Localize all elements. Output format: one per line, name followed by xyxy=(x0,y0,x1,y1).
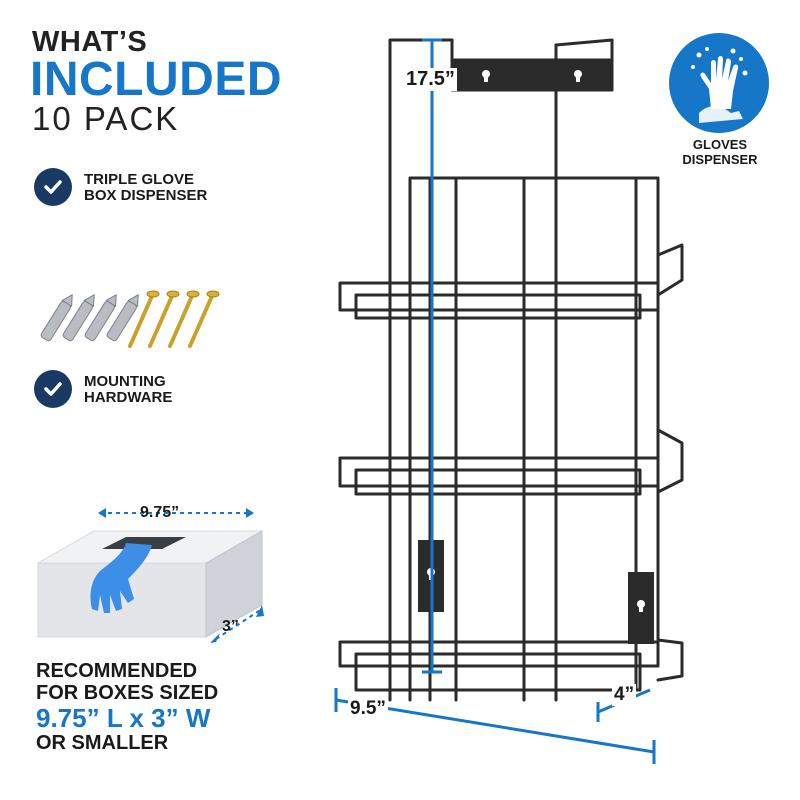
recommendation-line4: OR SMALLER xyxy=(36,732,169,754)
item-hardware-line2: HARDWARE xyxy=(84,389,173,406)
badge-line1: GLOVES xyxy=(692,137,748,152)
hand-washing-icon xyxy=(669,33,769,133)
heading-included: INCLUDED xyxy=(30,53,282,106)
badge-label: GLOVES DISPENSER xyxy=(660,137,780,167)
depth-label: 4” xyxy=(612,684,637,706)
item-dispenser-label: TRIPLE GLOVE BOX DISPENSER xyxy=(84,172,207,204)
check-icon xyxy=(34,168,72,206)
box-width-label: 3” xyxy=(222,618,239,635)
width-label: 9.5” xyxy=(348,698,388,720)
recommendation-line1: RECOMMENDED xyxy=(36,660,198,682)
recommendation-size: 9.75” L x 3” W xyxy=(36,703,211,733)
item-dispenser-line1: TRIPLE GLOVE xyxy=(84,171,195,188)
item-dispenser-line2: BOX DISPENSER xyxy=(84,187,208,204)
recommendation-text: RECOMMENDED FOR BOXES SIZED 9.75” L x 3”… xyxy=(36,660,218,754)
box-length-label: 9.75” xyxy=(140,504,180,521)
item-hardware-line1: MOUNTING xyxy=(84,373,166,390)
mounting-hardware-image xyxy=(40,290,220,348)
item-hardware-label: MOUNTING HARDWARE xyxy=(84,374,172,406)
heading-pack: 10 PACK xyxy=(32,100,180,137)
glove-box-image xyxy=(36,508,264,643)
recommendation-line2: FOR BOXES SIZED xyxy=(36,682,219,704)
heading-whats: WHAT’S xyxy=(32,26,148,58)
height-label: 17.5” xyxy=(404,68,457,91)
badge-line2: DISPENSER xyxy=(682,152,758,167)
check-icon xyxy=(34,370,72,408)
